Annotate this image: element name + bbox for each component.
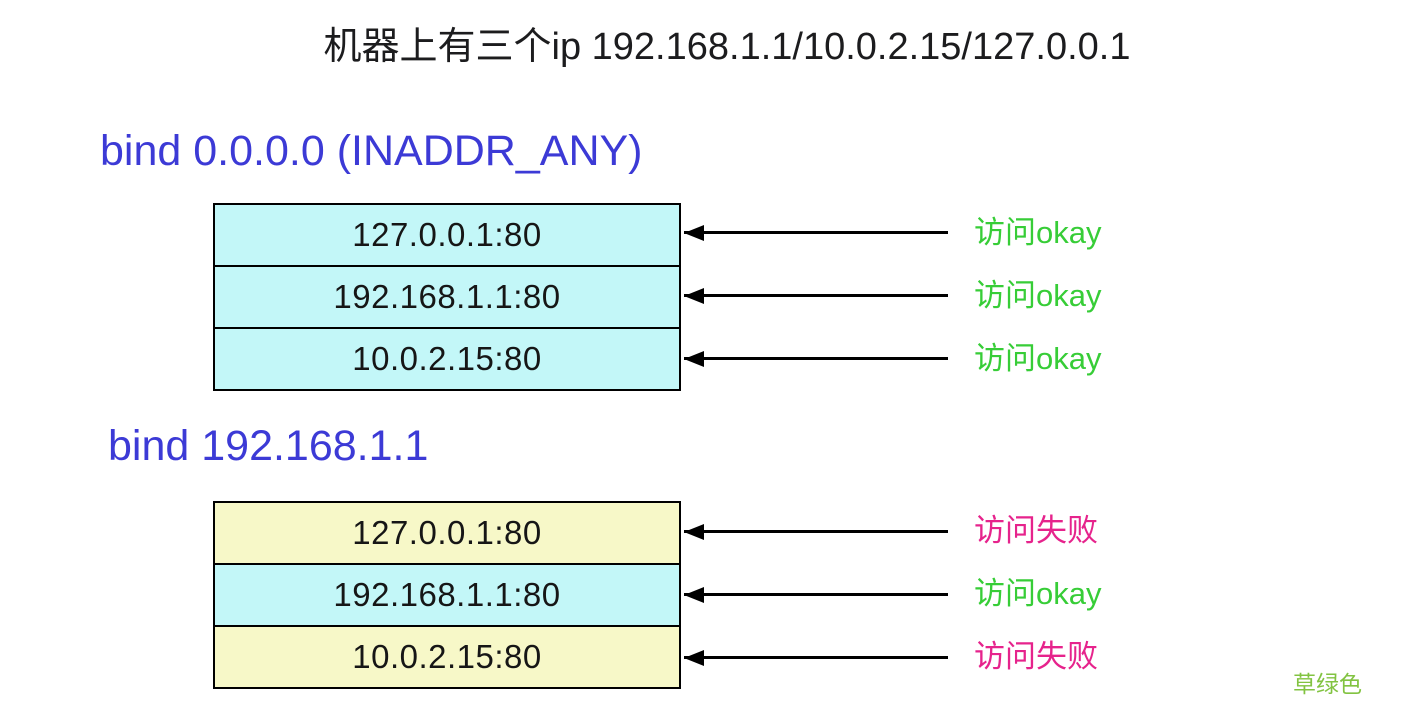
left-arrow-icon: [684, 294, 948, 297]
result-label: 访问okay: [974, 341, 1102, 376]
left-arrow-icon: [684, 530, 948, 533]
page-title: 机器上有三个ip 192.168.1.1/10.0.2.15/127.0.0.1: [323, 26, 1131, 68]
result-label: 访问okay: [974, 215, 1102, 250]
result-label: 访问失败: [974, 513, 1098, 548]
color-note: 草绿色: [1293, 671, 1362, 697]
address-box: 10.0.2.15:80: [215, 327, 679, 389]
address-box: 127.0.0.1:80: [215, 503, 679, 563]
address-box: 10.0.2.15:80: [215, 625, 679, 687]
left-arrow-icon: [684, 656, 948, 659]
section-1-box-group: 127.0.0.1:80 192.168.1.1:80 10.0.2.15:80: [213, 203, 681, 391]
section-2-heading: bind 192.168.1.1: [108, 422, 429, 470]
address-box: 192.168.1.1:80: [215, 563, 679, 625]
address-box: 192.168.1.1:80: [215, 265, 679, 327]
left-arrow-icon: [684, 357, 948, 360]
address-box: 127.0.0.1:80: [215, 205, 679, 265]
left-arrow-icon: [684, 231, 948, 234]
left-arrow-icon: [684, 593, 948, 596]
result-label: 访问失败: [974, 639, 1098, 674]
section-2-box-group: 127.0.0.1:80 192.168.1.1:80 10.0.2.15:80: [213, 501, 681, 689]
result-label: 访问okay: [974, 278, 1102, 313]
result-label: 访问okay: [974, 576, 1102, 611]
section-1-heading: bind 0.0.0.0 (INADDR_ANY): [100, 127, 643, 175]
